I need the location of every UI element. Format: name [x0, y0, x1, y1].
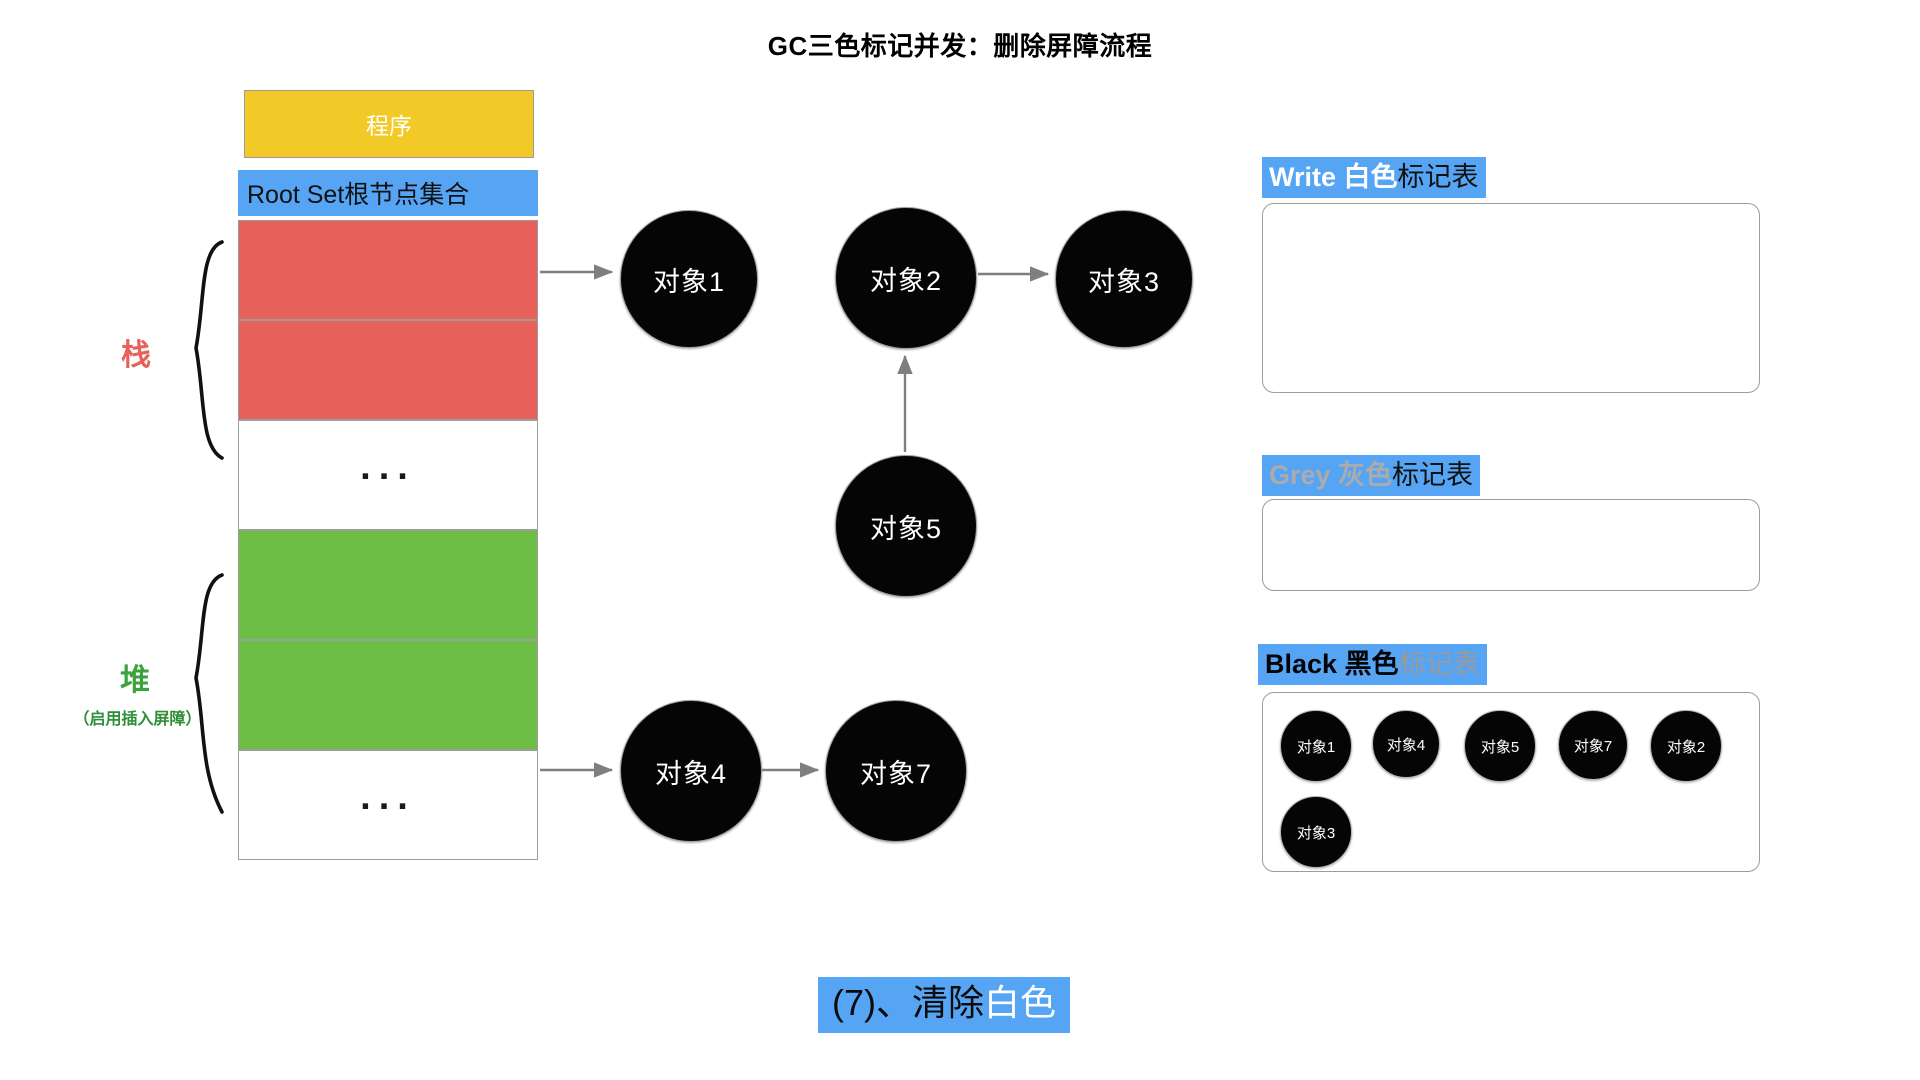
black-list-item-3: 对象5	[1464, 710, 1536, 782]
black-mark-table-header: Black 黑色标记表	[1258, 644, 1487, 686]
node-obj2: 对象2	[835, 207, 977, 349]
step-caption-highlight: 白色	[984, 982, 1057, 1023]
heap-slot-empty: ...	[238, 750, 538, 860]
stack-slot-2	[238, 320, 538, 420]
node-obj1: 对象1	[620, 210, 758, 348]
ellipsis-heap: ...	[360, 776, 416, 818]
heap-sublabel: （启用插入屏障）	[73, 711, 202, 728]
node-obj4: 对象4	[620, 700, 762, 842]
stack-brace	[194, 240, 224, 460]
heap-brace	[194, 573, 224, 814]
ellipsis-stack: ...	[360, 446, 416, 488]
heap-slot-1	[238, 530, 538, 640]
white-table-head-rest: 标记表	[1397, 162, 1479, 192]
black-list-item-2: 对象4	[1372, 710, 1440, 778]
black-table-head-bold: Black 黑色	[1265, 649, 1399, 679]
black-list-item-5: 对象2	[1650, 710, 1722, 782]
root-set-block: Root Set根节点集合	[238, 170, 538, 216]
stack-slot-1	[238, 220, 538, 320]
grey-mark-table-header: Grey 灰色标记表	[1262, 455, 1481, 497]
heap-label: 堆	[120, 664, 150, 697]
node-obj3: 对象3	[1055, 210, 1193, 348]
step-caption: (7)、清除白色	[818, 977, 1071, 1033]
grey-table-head-bold: Grey 灰色	[1269, 460, 1393, 490]
white-mark-table-header: Write 白色标记表	[1262, 157, 1486, 199]
step-caption-prefix: (7)、清除	[832, 982, 984, 1023]
stack-slot-empty: ...	[238, 420, 538, 530]
heap-slot-2	[238, 640, 538, 750]
black-list-item-6: 对象3	[1280, 796, 1352, 868]
white-table-head-bold: Write 白色	[1269, 162, 1398, 192]
grey-table-head-rest: 标记表	[1392, 460, 1474, 490]
white-mark-table-box	[1262, 203, 1760, 393]
program-block: 程序	[244, 90, 534, 158]
page-title: GC三色标记并发：删除屏障流程	[767, 31, 1153, 61]
black-list-item-4: 对象7	[1558, 710, 1628, 780]
stack-label: 栈	[121, 339, 151, 372]
node-obj7: 对象7	[825, 700, 967, 842]
node-obj5: 对象5	[835, 455, 977, 597]
grey-mark-table-box	[1262, 499, 1760, 591]
black-list-item-1: 对象1	[1280, 710, 1352, 782]
black-table-head-rest: 标记表	[1398, 649, 1480, 679]
